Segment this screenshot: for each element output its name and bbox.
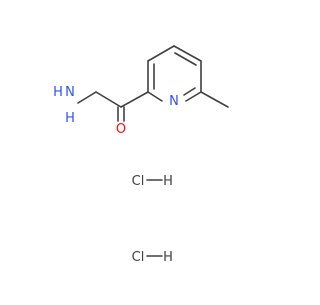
bond-ring-c4-c5-inner	[174, 52, 197, 66]
salt-h-2-label: H	[163, 250, 173, 265]
salt-h-1-label: H	[163, 174, 173, 189]
bond-n-ch2	[77, 91, 97, 104]
salt-cl-1-label: Cl	[132, 174, 145, 189]
amine-h2-label: H	[65, 111, 75, 126]
bond-ch2-c	[95, 91, 122, 108]
bond-c-ring	[120, 91, 149, 108]
molecule-canvas: H N H O N Cl H Cl H	[53, 45, 229, 265]
bond-ring-c6-n-inner	[183, 87, 196, 96]
amine-n-label: N	[65, 85, 75, 100]
bond-ring-c3-c4	[147, 45, 175, 62]
amine-h-label: H	[53, 85, 63, 100]
carbonyl-o-label: O	[116, 122, 126, 137]
structure-diagram: H N H O N Cl H Cl H	[53, 45, 229, 265]
salt-cl-2-label: Cl	[132, 250, 145, 265]
bond-ring-c6-n	[185, 91, 202, 102]
bond-ring-n-c2	[147, 91, 163, 102]
ring-n-label: N	[169, 94, 179, 109]
bond-methyl	[200, 91, 229, 108]
bond-ring-c4-c5	[173, 45, 202, 62]
